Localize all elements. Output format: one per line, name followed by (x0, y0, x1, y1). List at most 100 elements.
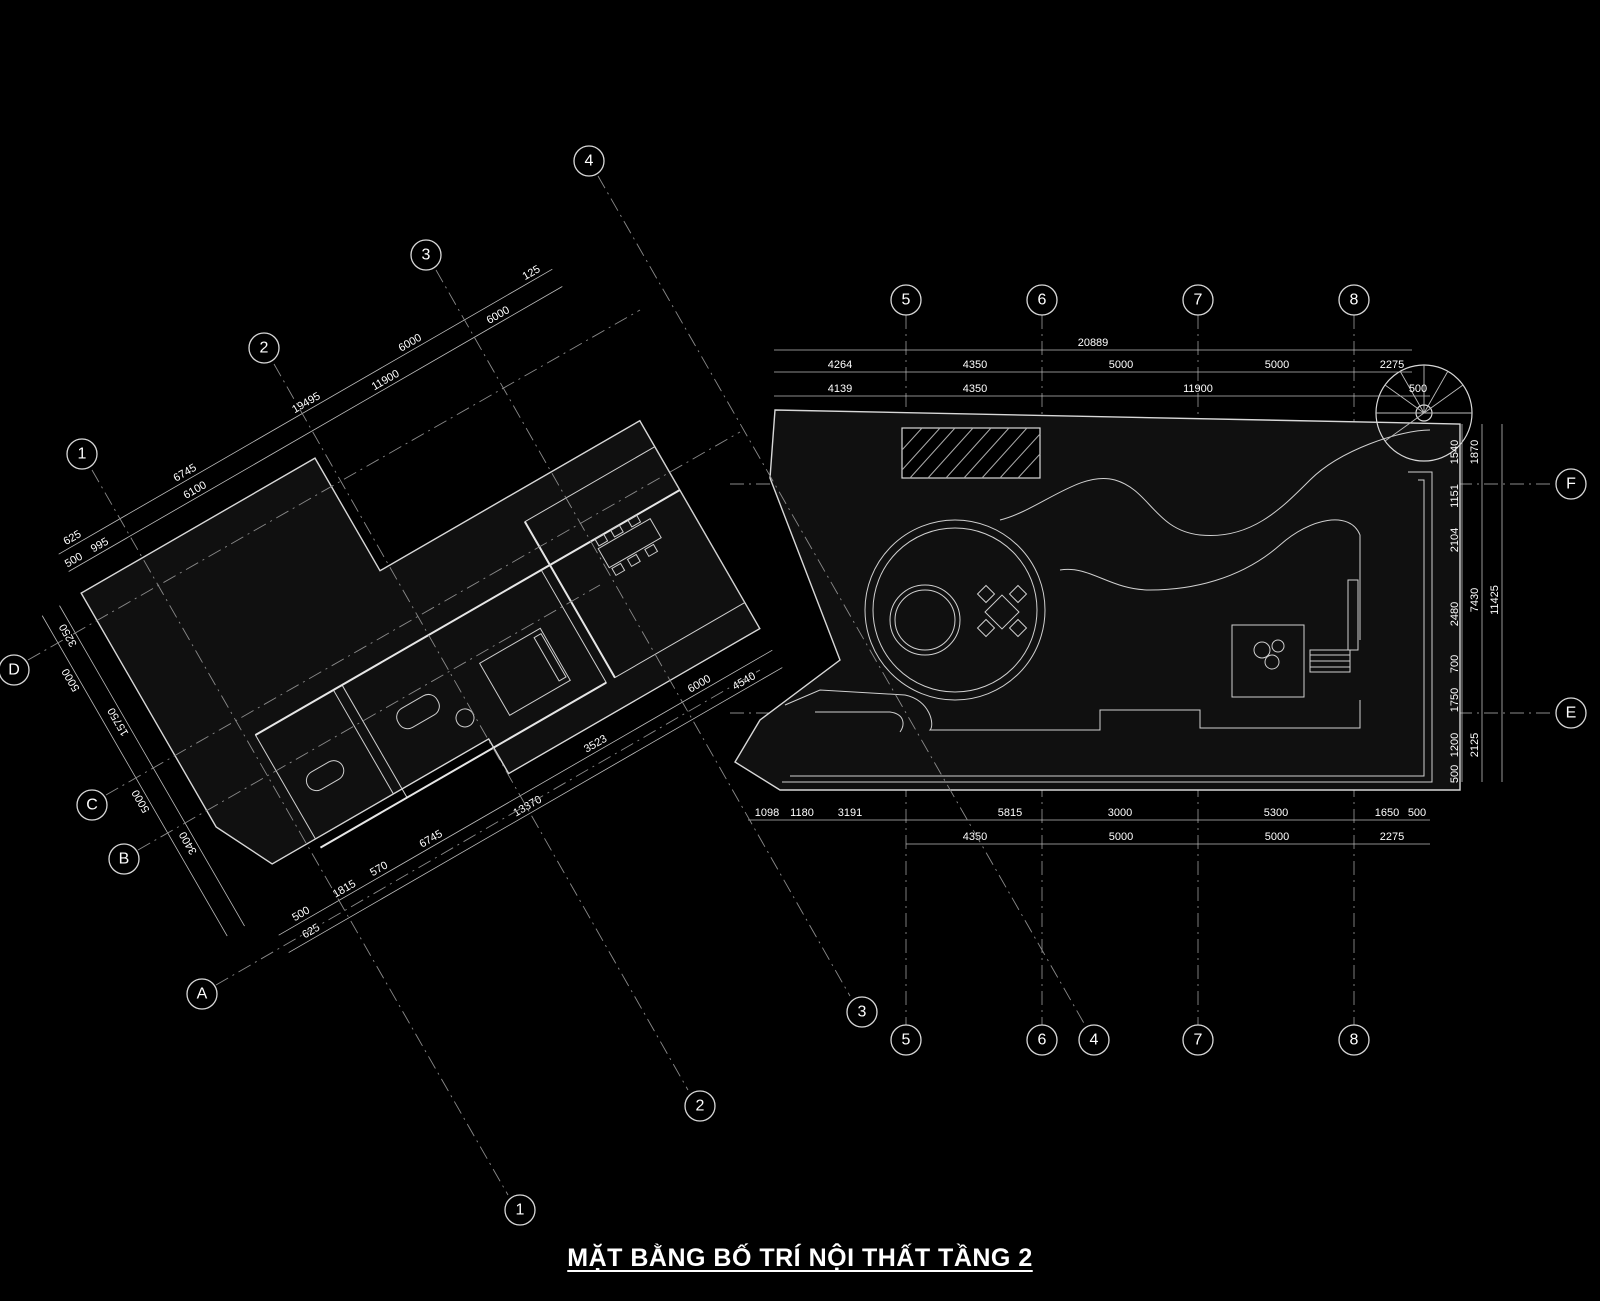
axis-bubble-C: C (76, 789, 108, 821)
dim-rt1-0: 4264 (828, 359, 852, 371)
dim-rt1-1: 4350 (963, 359, 987, 371)
dim-rt2-0: 4139 (828, 383, 852, 395)
axis-bubble-F: F (1555, 468, 1587, 500)
bathtub (396, 693, 440, 730)
axis-bubble-7-top: 7 (1182, 284, 1214, 316)
plan-title: MẶT BẰNG BỐ TRÍ NỘI THẤT TẦNG 2 (0, 1244, 1600, 1273)
terrace-floor (734, 409, 1461, 791)
dimension-label: 5 (902, 1032, 911, 1049)
dimension-label: B (119, 851, 130, 868)
axis-bubble-6-bottom: 6 (1026, 1024, 1058, 1056)
dimension-label: 15750 (106, 705, 132, 737)
dim-rb1-5: 5300 (1264, 807, 1288, 819)
dimension-label: 700 (1449, 655, 1461, 673)
dimension-label: 4 (585, 153, 594, 170)
spiral-staircase (1375, 364, 1473, 462)
dim-rb1-6: 1650 (1375, 807, 1399, 819)
dimension-label: 7 (1194, 292, 1203, 309)
left-grid-lines (27, 175, 1086, 1196)
bed (455, 627, 571, 728)
axis-bubble-5-top: 5 (890, 284, 922, 316)
dim-rb1-7: 500 (1408, 807, 1426, 819)
dim-rb2-0: 4350 (963, 831, 987, 843)
axis-bubble-2-bottom: 2 (684, 1090, 716, 1122)
dim-rb2-1: 5000 (1109, 831, 1133, 843)
dimension-label: 1750 (1449, 688, 1461, 712)
axis-bubble-E: E (1555, 697, 1587, 729)
dimension-label: 2480 (1449, 602, 1461, 626)
dimension-label: 995 (89, 536, 111, 556)
dimension-label: 7 (1194, 1032, 1203, 1049)
dimension-label: C (86, 797, 98, 814)
axis-bubble-2-top: 2 (248, 332, 280, 364)
dimension-label: 500 (63, 551, 85, 571)
parapet-inner (782, 471, 1433, 783)
dim-rb1-3: 5815 (998, 807, 1022, 819)
planter-edge (784, 689, 1361, 731)
dim-rt2-1: 4350 (963, 383, 987, 395)
dim-rb1-0: 1098 (755, 807, 779, 819)
dim-rt1-4: 2275 (1380, 359, 1404, 371)
axis-bubble-1-top: 1 (66, 438, 98, 470)
dimension-label: 6 (1038, 292, 1047, 309)
dimension-label: 1200 (1449, 733, 1461, 757)
dimension-label: 1 (516, 1202, 525, 1219)
dimension-label: 2 (696, 1098, 705, 1115)
axis-bubble-7-bottom: 7 (1182, 1024, 1214, 1056)
dim-rt2-3: 500 (1409, 383, 1427, 395)
round-pool-inner (894, 589, 956, 651)
axis-bubble-B: B (108, 843, 140, 875)
axis-bubble-4-bottom: 4 (1078, 1024, 1110, 1056)
dimension-label: 3 (422, 247, 431, 264)
dimension-label: 5 (902, 292, 911, 309)
dimension-label: 8 (1350, 292, 1359, 309)
axis-bubble-6-top: 6 (1026, 284, 1058, 316)
dimension-label: 11425 (1489, 585, 1501, 615)
dimension-label: 125 (521, 263, 543, 283)
dim-rt2-2: 11900 (1183, 383, 1213, 395)
dim-rb2-3: 2275 (1380, 831, 1404, 843)
circular-deck (864, 519, 1046, 701)
dimension-label: 500 (290, 904, 312, 924)
garden-edge-lower (1059, 519, 1361, 640)
dimension-label: 8 (1350, 1032, 1359, 1049)
dimension-label: 1870 (1469, 440, 1481, 464)
axis-bubbles: 5 6 7 8 5 6 4 7 8 F E 1 2 3 4 D C B A 3 … (0, 145, 1587, 1226)
circular-deck-inner (872, 527, 1038, 693)
dimension-label: 1 (78, 446, 87, 463)
dimension-label: 2104 (1449, 528, 1461, 552)
dimension-label: 1151 (1449, 484, 1461, 508)
axis-bubble-3-top: 3 (410, 239, 442, 271)
dimension-label: 4 (1090, 1032, 1099, 1049)
right-wing: 20889 4264 4350 5000 5000 2275 4139 4350… (730, 315, 1555, 1030)
tub (305, 760, 345, 792)
dimension-label: 3 (858, 1004, 867, 1021)
dimension-label: F (1566, 476, 1576, 493)
axis-bubble-8-top: 8 (1338, 284, 1370, 316)
parapet-inner-2 (790, 479, 1425, 777)
plan-title-text: MẶT BẰNG BỐ TRÍ NỘI THẤT TẦNG 2 (567, 1244, 1033, 1272)
dimension-label: 625 (62, 528, 84, 548)
dimension-label: 7430 (1469, 588, 1481, 612)
axis-bubble-D: D (0, 654, 30, 686)
dimension-label: 1540 (1449, 440, 1461, 464)
left-floor (80, 419, 761, 865)
axis-bubble-1-bottom: 1 (504, 1194, 536, 1226)
dimension-label: 500 (1449, 765, 1461, 783)
dimension-label: 2125 (1469, 733, 1481, 757)
outdoor-table-set (976, 584, 1028, 638)
dimension-label: 2 (260, 340, 269, 357)
axis-bubble-8-bottom: 8 (1338, 1024, 1370, 1056)
planter-edge-2 (815, 711, 904, 733)
dimension-label: 6 (1038, 1032, 1047, 1049)
dim-rb1-1: 1180 (790, 807, 814, 819)
hatch-lines (901, 427, 1041, 479)
round-pool (889, 584, 961, 656)
dim-rt1-2: 5000 (1109, 359, 1133, 371)
axis-bubble-3-bottom: 3 (846, 996, 878, 1028)
plant-box (1231, 624, 1305, 698)
dim-rb1-2: 3191 (838, 807, 862, 819)
dimension-label: 625 (300, 922, 322, 942)
dimension-label: D (8, 662, 20, 679)
